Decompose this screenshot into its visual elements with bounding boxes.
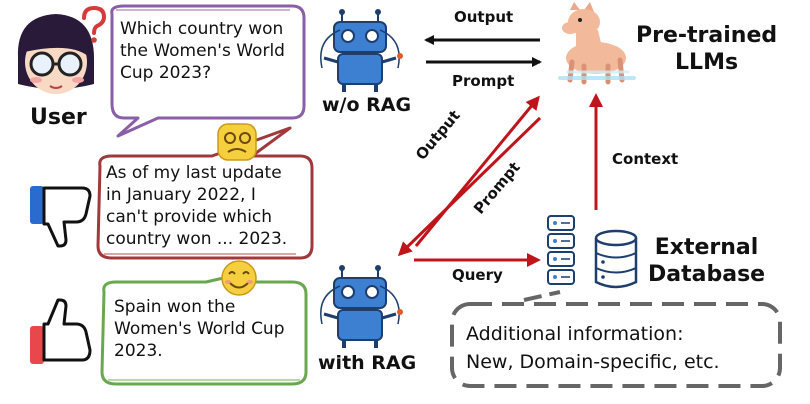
info-box-line: Additional information: [466, 323, 684, 345]
llm-label: Pre-trained LLMs [636, 22, 777, 76]
question-mark-icon [82, 5, 107, 43]
info-box-outline [450, 302, 782, 388]
thumbs-up-icon [30, 298, 92, 364]
with-rag-label: with RAG [318, 352, 417, 374]
prompt-label-top: Prompt [452, 72, 515, 90]
server-icon [547, 215, 575, 285]
database-label-line: External [654, 235, 759, 260]
smiling-emoji-icon [221, 260, 257, 296]
database-icon [594, 229, 638, 289]
good-answer-line: 2023. [114, 341, 163, 361]
good-answer-line: Women's World Cup [114, 319, 285, 339]
context-label: Context [612, 150, 679, 168]
user-avatar-icon [17, 14, 94, 94]
database-label: External Database [648, 234, 765, 288]
bad-answer-bubble-outline [96, 126, 314, 260]
bad-answer-text: As of my last update in January 2022, I … [106, 162, 287, 250]
database-label-line: Database [648, 262, 766, 287]
confused-emoji-icon [217, 123, 257, 161]
llm-label-line: Pre-trained [636, 23, 778, 48]
question-bubble-outline [110, 4, 306, 138]
good-answer-text: Spain won the Women's World Cup 2023. [114, 296, 285, 362]
without-rag-label: w/o RAG [322, 94, 412, 116]
question-line: Cup 2023? [120, 63, 212, 83]
info-box-text: Additional information: New, Domain-spec… [466, 320, 720, 376]
llm-label-line: LLMs [675, 50, 739, 75]
prompt-arrow-diag [414, 95, 540, 247]
question-line: Which country won [120, 19, 284, 39]
bad-answer-line: in January 2022, I [106, 185, 256, 205]
good-answer-line: Spain won the [114, 297, 236, 317]
query-label: Query [452, 266, 503, 284]
bad-answer-line: can't provide which [106, 207, 273, 227]
robot-with-rag-icon [320, 265, 403, 348]
user-label: User [30, 105, 87, 130]
question-line: the Women's World [120, 41, 285, 61]
output-label-top: Output [454, 8, 514, 26]
thumbs-down-icon [30, 186, 92, 248]
info-box-line: New, Domain-specific, etc. [466, 351, 720, 373]
output-arrow-diag [397, 116, 542, 257]
llama-llm-icon [558, 2, 636, 85]
robot-without-rag-icon [320, 9, 403, 92]
question-text: Which country won the Women's World Cup … [120, 18, 285, 84]
good-answer-bubble-outline [100, 274, 308, 386]
bad-answer-line: As of my last update [106, 163, 282, 183]
bad-answer-line: country won ... 2023. [106, 229, 288, 249]
